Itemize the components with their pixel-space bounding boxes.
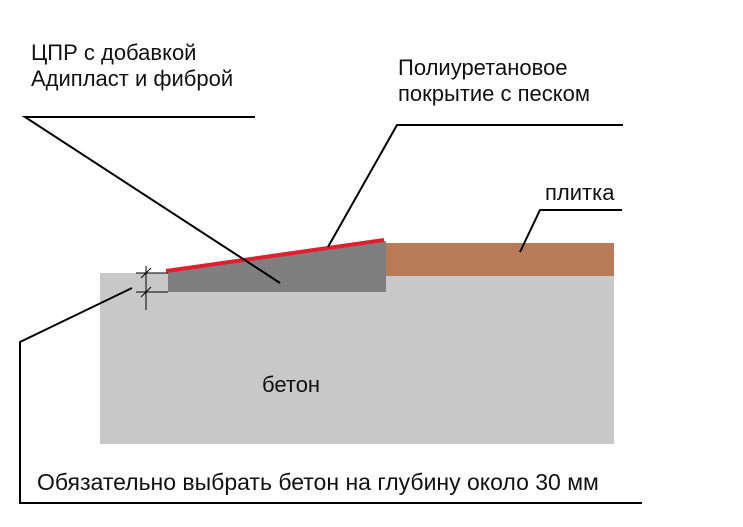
depth-dimension-marker (136, 266, 168, 310)
cpr-label-line2: Адипласт и фиброй (31, 66, 234, 91)
polyurethane-label: Полиуретановое покрытие с песком (398, 55, 590, 107)
concrete-label: бетон (262, 372, 321, 397)
pu-leader-line (327, 124, 623, 248)
cpr-label: ЦПР с добавкой Адипласт и фиброй (31, 40, 233, 92)
cpr-label-line1: ЦПР с добавкой (31, 40, 197, 65)
polyurethane-label-line1: Полиуретановое (398, 55, 568, 80)
tile-layer (386, 243, 614, 276)
tile-label: плитка (545, 180, 615, 205)
depth-note: Обязательно выбрать бетон на глубину око… (37, 469, 599, 495)
note-leader-line (19, 287, 642, 504)
polyurethane-label-line2: покрытие с песком (398, 81, 591, 106)
polyurethane-coating (165, 238, 385, 273)
concrete-slab (100, 273, 614, 444)
repair-mortar-layer (168, 241, 386, 292)
cpr-leader-line (21, 116, 281, 284)
tile-leader-line (519, 209, 622, 253)
